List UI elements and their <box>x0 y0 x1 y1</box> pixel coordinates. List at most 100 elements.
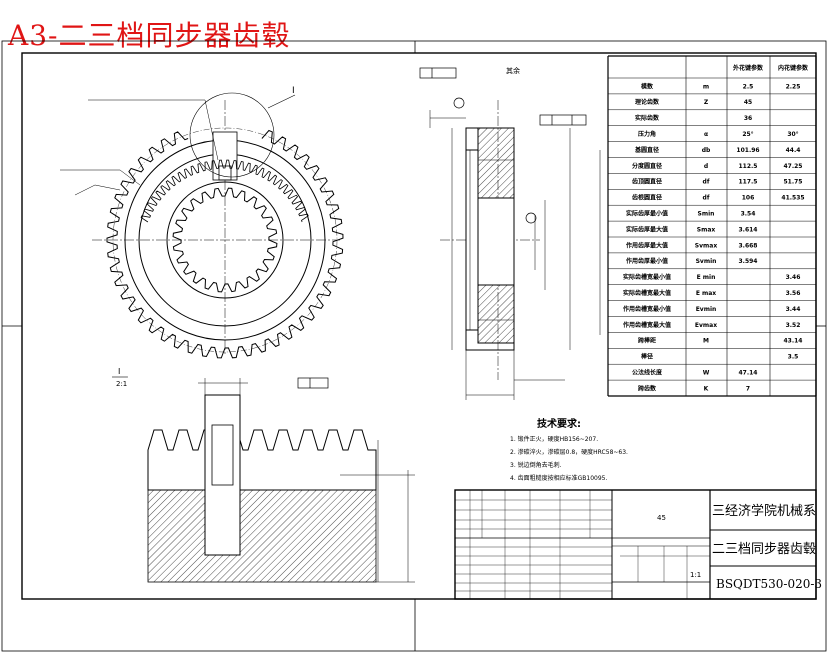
param-value-internal: 3.46 <box>786 274 801 281</box>
detail-section-hatch <box>147 489 377 583</box>
param-value-external: 2.5 <box>743 83 754 90</box>
technical-requirements: 技术要求: 1. 锻件正火，硬度HB156~207. 2. 渗碳淬火，渗碳层0.… <box>510 417 628 482</box>
param-name: 齿根圆直径 <box>632 194 662 202</box>
lower-ring-teeth <box>140 159 309 223</box>
param-symbol: m <box>703 83 709 90</box>
param-name: 跨齿数 <box>638 384 657 392</box>
param-value-internal: 3.5 <box>788 354 799 361</box>
param-name: 作用齿厚最大值 <box>626 241 668 249</box>
param-value-external: 112.5 <box>739 163 758 170</box>
param-value-internal: 41.535 <box>781 195 804 202</box>
param-value-internal: 44.4 <box>786 147 801 154</box>
title-school: 三经济学院机械系 <box>712 503 816 519</box>
tech-title: 技术要求: <box>537 417 581 430</box>
param-name: 齿顶圆直径 <box>632 178 662 186</box>
param-symbol: Smax <box>697 226 716 233</box>
param-value-internal: 51.75 <box>784 179 803 186</box>
param-symbol: Z <box>704 99 709 106</box>
hub-front-view: I <box>60 86 344 359</box>
param-symbol: df <box>703 179 710 186</box>
outer-spline-teeth <box>106 129 344 359</box>
param-value-external: 106 <box>742 195 755 202</box>
param-name: 实际齿厚最大值 <box>626 225 668 233</box>
title-part-name: 二三档同步器齿毂 <box>712 542 816 557</box>
param-value-external: 7 <box>746 385 750 392</box>
param-name: 作用齿槽宽最小值 <box>623 305 671 313</box>
inner-spline-teeth <box>172 187 278 293</box>
drawing-title-banner: A3-二三档同步器齿毂 <box>8 19 291 52</box>
param-header-internal: 内花键参数 <box>778 64 809 72</box>
param-value-external: 36 <box>744 115 752 122</box>
param-symbol: E min <box>697 274 716 281</box>
param-name: 棒径 <box>641 353 653 361</box>
param-name: 实际齿槽宽最小值 <box>623 273 671 281</box>
param-value-internal: 47.25 <box>784 163 803 170</box>
param-value-internal: 30° <box>787 131 798 138</box>
tech-item: 1. 锻件正火，硬度HB156~207. <box>510 435 598 443</box>
detail-view-label: I <box>118 367 120 376</box>
param-value-external: 3.668 <box>739 242 758 249</box>
tech-item: 2. 渗碳淬火，渗碳层0.8，硬度HRC58~63. <box>510 448 628 456</box>
param-value-external: 3.54 <box>741 211 756 218</box>
param-name: 理论齿数 <box>635 98 660 106</box>
param-symbol: df <box>703 195 710 202</box>
param-value-external: 101.96 <box>736 147 759 154</box>
param-symbol: α <box>704 131 708 138</box>
param-name: 模数 <box>641 82 654 90</box>
pitch-circle <box>112 127 338 353</box>
param-name: 实际齿厚最小值 <box>626 210 668 218</box>
title-drawing-code: BSQDT530-020-3 <box>716 577 822 591</box>
surface-finish-other: 其余 <box>506 66 520 75</box>
param-name: 作用齿厚最小值 <box>626 257 668 265</box>
param-value-external: 45 <box>744 99 752 106</box>
param-value-internal: 2.25 <box>786 83 801 90</box>
title-block <box>454 489 817 600</box>
param-name: 实际齿槽宽最大值 <box>623 289 671 297</box>
param-name: 公法线长度 <box>632 369 663 377</box>
bore-ring <box>166 181 284 299</box>
detail-slot <box>204 394 241 556</box>
param-value-internal: 43.14 <box>784 338 803 345</box>
param-symbol: E max <box>696 290 716 297</box>
param-symbol: Smin <box>698 211 715 218</box>
detail-view-scale: 2:1 <box>116 380 127 388</box>
param-value-external: 3.614 <box>739 226 758 233</box>
detail-circle-I <box>189 92 275 178</box>
param-symbol: M <box>703 338 709 345</box>
title-material: 45 <box>657 514 666 522</box>
param-header-external: 外花键参数 <box>732 64 764 72</box>
tech-item: 4. 齿面粗糙度按相应标准GB10095. <box>510 474 607 482</box>
param-name: 分度圆直径 <box>632 162 662 170</box>
param-name: 压力角 <box>638 130 656 138</box>
centering-marks <box>2 41 826 651</box>
key-slot <box>212 131 238 181</box>
param-name: 作用齿槽宽最大值 <box>623 321 671 329</box>
param-symbol: db <box>702 147 711 154</box>
param-value-internal: 3.44 <box>786 306 801 313</box>
param-value-external: 47.14 <box>739 370 758 377</box>
param-name: 实际齿数 <box>635 114 660 122</box>
detail-callout-label: I <box>292 86 295 96</box>
param-name: 跨棒距 <box>638 337 656 345</box>
param-symbol: K <box>704 385 709 392</box>
param-value-external: 25° <box>742 131 753 138</box>
param-symbol: Evmin <box>696 306 717 313</box>
param-value-external: 117.5 <box>739 179 758 186</box>
param-value-internal: 3.56 <box>786 290 801 297</box>
param-value-internal: 3.52 <box>786 322 801 329</box>
detail-tooth-profile <box>147 429 377 491</box>
hub-section-view: 其余 <box>419 66 601 400</box>
param-symbol: Evmax <box>695 322 717 329</box>
param-symbol: Svmin <box>696 258 717 265</box>
title-scale: 1:1 <box>690 571 701 579</box>
tech-item: 3. 锐边倒角去毛刺. <box>510 461 562 469</box>
detail-view-I: I 2:1 <box>112 367 415 583</box>
outer-frame <box>1 40 827 652</box>
param-name: 基圆直径 <box>634 146 659 154</box>
param-symbol: Svmax <box>695 242 718 249</box>
param-symbol: d <box>704 163 708 170</box>
param-symbol: W <box>703 370 710 377</box>
